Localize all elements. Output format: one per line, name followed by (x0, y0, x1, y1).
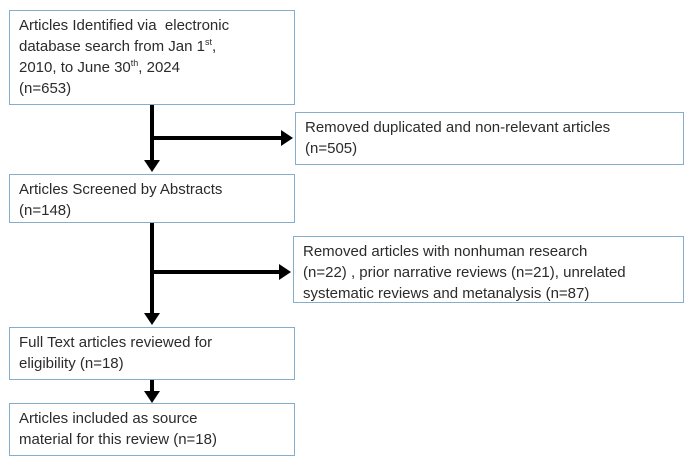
box-text-line: Removed duplicated and non-relevant arti… (305, 119, 611, 136)
box-removed-duplicates: Removed duplicated and non-relevant arti… (295, 112, 684, 165)
box-count: (n=505) (305, 140, 358, 157)
box-fulltext-reviewed: Full Text articles reviewed for eligibili… (9, 327, 295, 380)
box-text-line: 2010, to June 30 (19, 59, 131, 76)
arrow-down-head-icon (144, 160, 160, 172)
box-text-line: Articles Screened by Abstracts (19, 181, 223, 198)
arrow-branch-to-removed-duplicates-line (150, 136, 281, 140)
box-count: eligibility (n=18) (19, 355, 124, 372)
box-removed-nonhuman: Removed articles with nonhuman research (… (293, 236, 684, 303)
box-text-line: systematic reviews and metanalysis (n=87… (303, 285, 590, 302)
arrow-right-head-icon (279, 264, 291, 280)
box-text-line: , (211, 38, 217, 55)
box-count: material for this review (n=18) (19, 431, 217, 448)
superscript-ordinal: st (204, 37, 212, 47)
box-count: (n=653) (19, 80, 72, 97)
arrow-down-head-icon (144, 313, 160, 325)
box-text-line: Removed articles with nonhuman research (303, 243, 588, 260)
arrow-branch-to-removed-nonhuman-line (150, 270, 279, 274)
box-text-line: Full Text articles reviewed for (19, 334, 213, 351)
arrow-right-head-icon (281, 130, 293, 146)
arrow-fulltext-to-included-line (150, 380, 154, 392)
superscript-ordinal: th (130, 58, 139, 68)
box-articles-included: Articles included as source material for … (9, 403, 295, 456)
box-text-line: (n=22) , prior narrative reviews (n=21),… (303, 264, 626, 281)
box-count: (n=148) (19, 202, 72, 219)
arrow-identified-to-screened-line (150, 105, 154, 161)
arrow-screened-to-fulltext-line (150, 223, 154, 314)
box-text-line: , 2024 (138, 59, 180, 76)
box-articles-screened: Articles Screened by Abstracts (n=148) (9, 174, 295, 223)
arrow-down-head-icon (144, 391, 160, 403)
box-text-line: Articles Identified via electronic (19, 17, 230, 34)
box-text-line: database search from Jan 1 (19, 38, 205, 55)
box-text-line: Articles included as source (19, 410, 198, 427)
box-articles-identified: Articles Identified via electronic databa… (9, 10, 295, 105)
